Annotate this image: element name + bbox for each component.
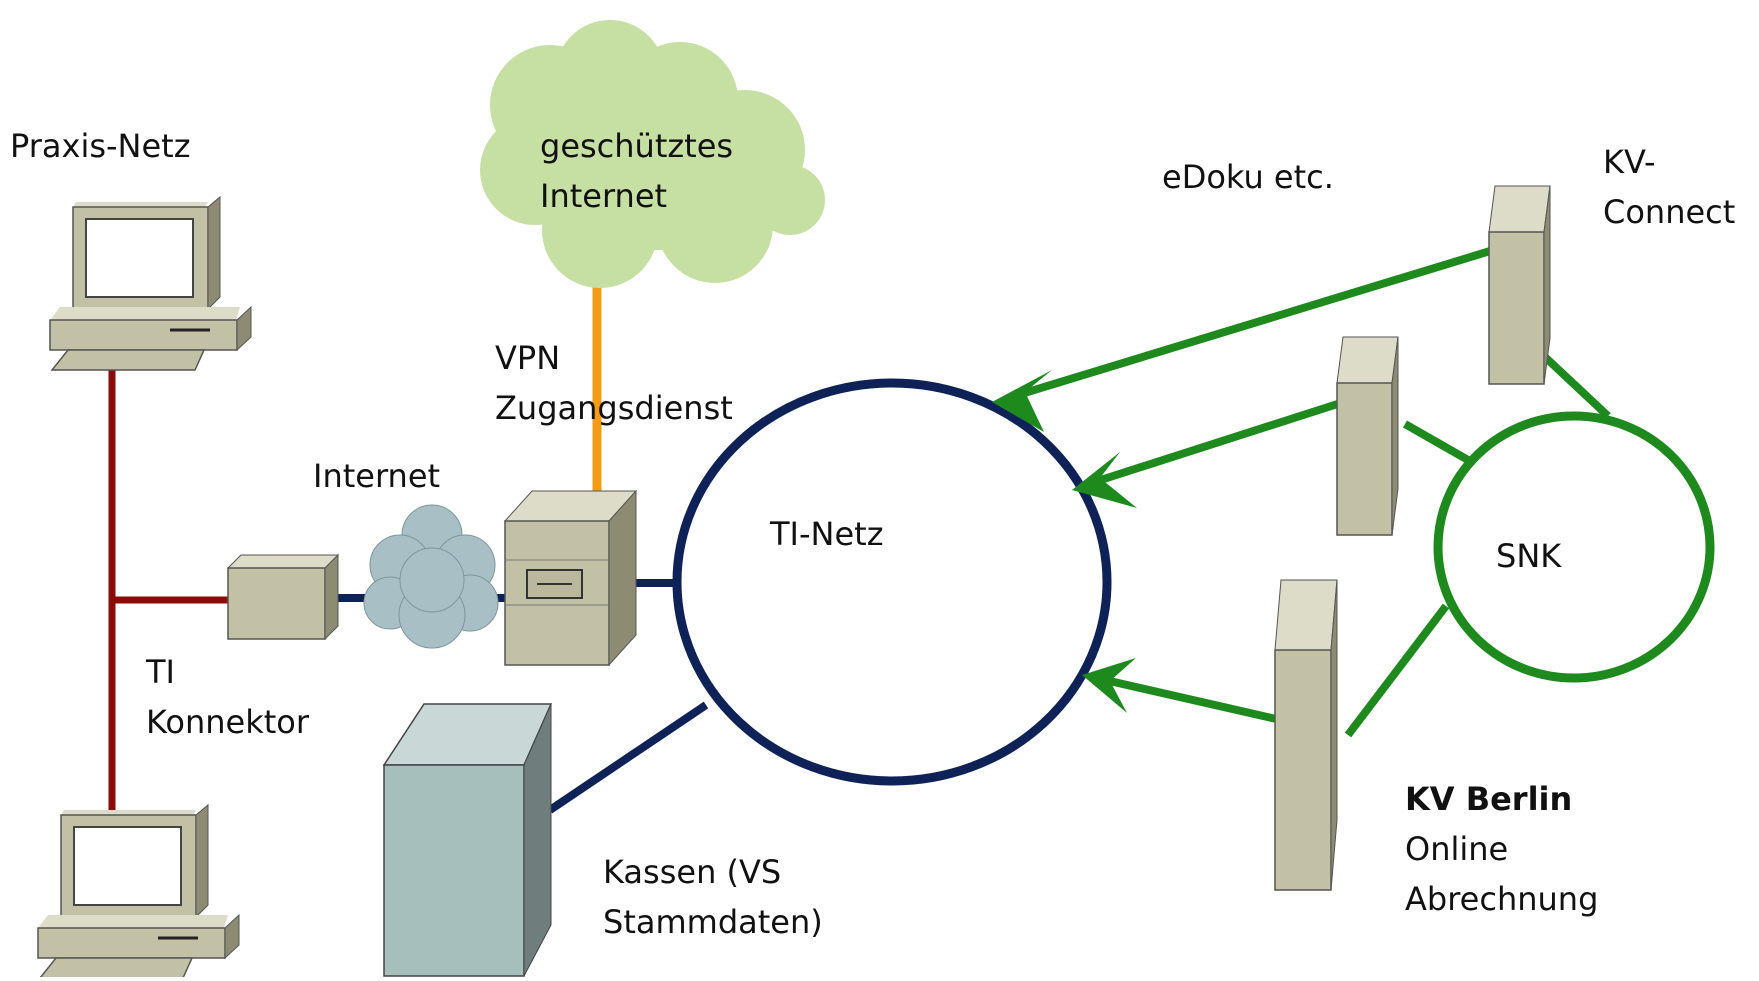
kv-berlin-tower-icon <box>1274 579 1338 891</box>
snk-ring <box>1433 411 1715 683</box>
kv-berlin-to-ti-arrow-line <box>1091 673 1286 725</box>
ti-netz-label: TI-Netz <box>770 515 884 553</box>
ti-konnektor-box-icon <box>226 553 340 641</box>
kv-berlin-online-label: Online <box>1405 830 1509 868</box>
arrowhead-1 <box>992 370 1052 432</box>
middle-tower-icon <box>1336 336 1399 536</box>
ti-konnektor-label-line2: Konnektor <box>146 703 310 741</box>
arrowhead-3 <box>1082 658 1136 713</box>
praxis-netz-label: Praxis-Netz <box>10 127 191 165</box>
kv-berlin-label: KV Berlin <box>1405 780 1573 818</box>
edoku-label: eDoku etc. <box>1162 158 1334 196</box>
protected-internet-label-line2: Internet <box>540 177 668 215</box>
vpn-label-line2: Zugangsdienst <box>495 389 733 427</box>
protected-internet-cloud <box>480 20 825 288</box>
kv-berlin-to-snk-line <box>1344 603 1450 738</box>
internet-label: Internet <box>313 457 441 495</box>
server2-to-ti-arrow-line <box>1080 396 1352 490</box>
kassen-label-line2: Stammdaten) <box>603 903 823 941</box>
vpn-server-icon <box>503 489 638 667</box>
kassen-server-icon <box>382 703 553 977</box>
kv-connect-label-line2: Connect <box>1603 193 1736 231</box>
internet-cloud <box>363 504 499 649</box>
kv-berlin-abrechnung-label: Abrechnung <box>1405 880 1599 918</box>
arrowheads <box>992 370 1137 713</box>
arrowhead-2 <box>1072 452 1137 508</box>
ti-netz-ring <box>672 378 1112 786</box>
kv-connect-label-line1: KV- <box>1603 143 1656 181</box>
kassen-to-ti-line <box>547 701 709 814</box>
ti-konnektor-label-line1: TI <box>146 653 175 691</box>
praxis-lan-lines <box>108 370 233 812</box>
kv-connect-tower-icon <box>1488 185 1551 385</box>
computer-top-icon <box>49 195 252 371</box>
kv-links <box>1006 244 1715 738</box>
kv-connect-to-snk-line <box>1542 354 1611 419</box>
vpn-label-line1: VPN <box>495 339 561 377</box>
protected-internet-label-line1: geschütztes <box>540 127 734 165</box>
computer-bottom-icon <box>37 803 240 979</box>
snk-label: SNK <box>1496 537 1562 575</box>
kv-connect-to-ti-arrow-line <box>1006 244 1502 402</box>
kassen-label-line1: Kassen (VS <box>603 853 782 891</box>
server2-to-snk-line <box>1403 420 1470 464</box>
